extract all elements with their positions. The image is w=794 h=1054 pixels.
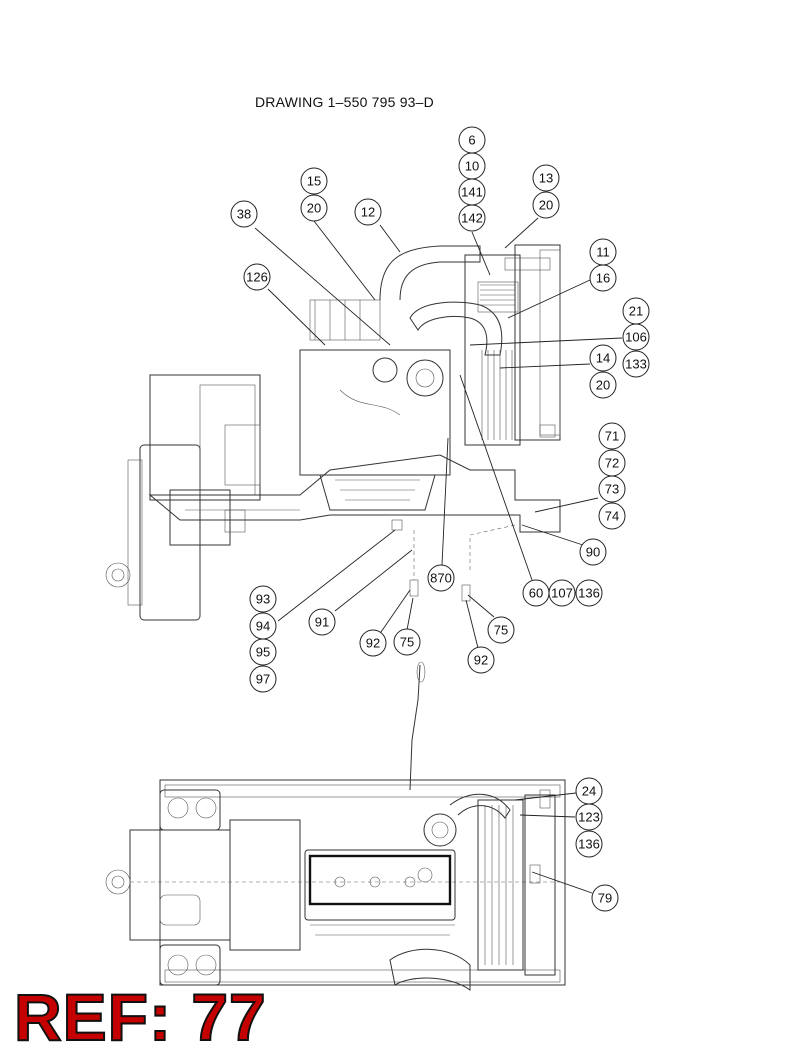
callout-126: 126 [243, 263, 271, 291]
callout-label: 97 [256, 672, 270, 687]
leader-lines [254, 217, 623, 894]
callout-20: 20 [589, 371, 617, 399]
callout-93: 93 [249, 585, 277, 613]
engine-top-view [105, 661, 566, 991]
callout-16: 16 [589, 264, 617, 292]
callout-73: 73 [598, 475, 626, 503]
callout-label: 136 [578, 837, 600, 852]
callout-75: 75 [393, 628, 421, 656]
callout-870: 870 [427, 564, 455, 592]
callout-21: 21 [622, 297, 650, 325]
callout-label: 93 [256, 592, 270, 607]
callout-10: 10 [458, 152, 486, 180]
reference-label: REF: 77 [13, 980, 267, 1054]
callout-6: 6 [458, 126, 486, 154]
callout-label: 73 [605, 482, 619, 497]
drawing-title: DRAWING 1–550 795 93–D [255, 94, 434, 110]
callout-60: 60 [522, 579, 550, 607]
callout-13: 13 [532, 164, 560, 192]
callout-20: 20 [532, 191, 560, 219]
callout-label: 14 [596, 351, 610, 366]
callout-136: 136 [575, 579, 603, 607]
callout-label: 20 [596, 378, 610, 393]
callout-label: 90 [586, 545, 600, 560]
callout-label: 16 [596, 271, 610, 286]
callout-label: 71 [605, 429, 619, 444]
callout-75: 75 [487, 616, 515, 644]
callout-label: 10 [465, 159, 479, 174]
callout-72: 72 [598, 449, 626, 477]
callout-90: 90 [579, 538, 607, 566]
callout-label: 24 [582, 784, 596, 799]
callout-24: 24 [575, 777, 603, 805]
callout-12: 12 [354, 198, 382, 226]
callout-94: 94 [249, 612, 277, 640]
callout-label: 92 [474, 653, 488, 668]
engine-side-view [105, 244, 561, 621]
callout-107: 107 [548, 579, 576, 607]
callout-20: 20 [300, 194, 328, 222]
callout-label: 74 [605, 509, 619, 524]
callout-label: 107 [551, 586, 573, 601]
callout-label: 79 [598, 891, 612, 906]
callout-label: 91 [315, 615, 329, 630]
callout-label: 106 [625, 330, 647, 345]
callout-label: 95 [256, 645, 270, 660]
callout-136: 136 [575, 830, 603, 858]
callout-11: 11 [589, 238, 617, 266]
callout-14: 14 [589, 344, 617, 372]
callout-label: 75 [400, 635, 414, 650]
callout-label: 123 [578, 810, 600, 825]
callout-label: 133 [625, 357, 647, 372]
callout-label: 72 [605, 456, 619, 471]
callout-92: 92 [359, 629, 387, 657]
callout-92: 92 [467, 646, 495, 674]
callout-label: 21 [629, 304, 643, 319]
callout-label: 15 [307, 174, 321, 189]
callout-74: 74 [598, 502, 626, 530]
callout-106: 106 [622, 323, 650, 351]
callout-71: 71 [598, 422, 626, 450]
callout-label: 6 [468, 133, 475, 148]
callout-label: 12 [361, 205, 375, 220]
callout-label: 94 [256, 619, 270, 634]
callout-label: 20 [539, 198, 553, 213]
callout-15: 15 [300, 167, 328, 195]
callout-label: 92 [366, 636, 380, 651]
callout-label: 141 [461, 185, 483, 200]
callout-142: 142 [458, 204, 486, 232]
callout-label: 60 [529, 586, 543, 601]
callout-label: 38 [237, 207, 251, 222]
callout-97: 97 [249, 665, 277, 693]
callout-label: 126 [246, 270, 268, 285]
callout-123: 123 [575, 803, 603, 831]
callout-label: 142 [461, 211, 483, 226]
callout-label: 20 [307, 201, 321, 216]
callout-95: 95 [249, 638, 277, 666]
callout-label: 13 [539, 171, 553, 186]
callout-label: 136 [578, 586, 600, 601]
callout-141: 141 [458, 178, 486, 206]
callout-label: 870 [430, 571, 452, 586]
callout-38: 38 [230, 200, 258, 228]
callout-label: 11 [596, 245, 610, 260]
callout-79: 79 [591, 884, 619, 912]
callout-91: 91 [308, 608, 336, 636]
callout-label: 75 [494, 623, 508, 638]
callout-133: 133 [622, 350, 650, 378]
